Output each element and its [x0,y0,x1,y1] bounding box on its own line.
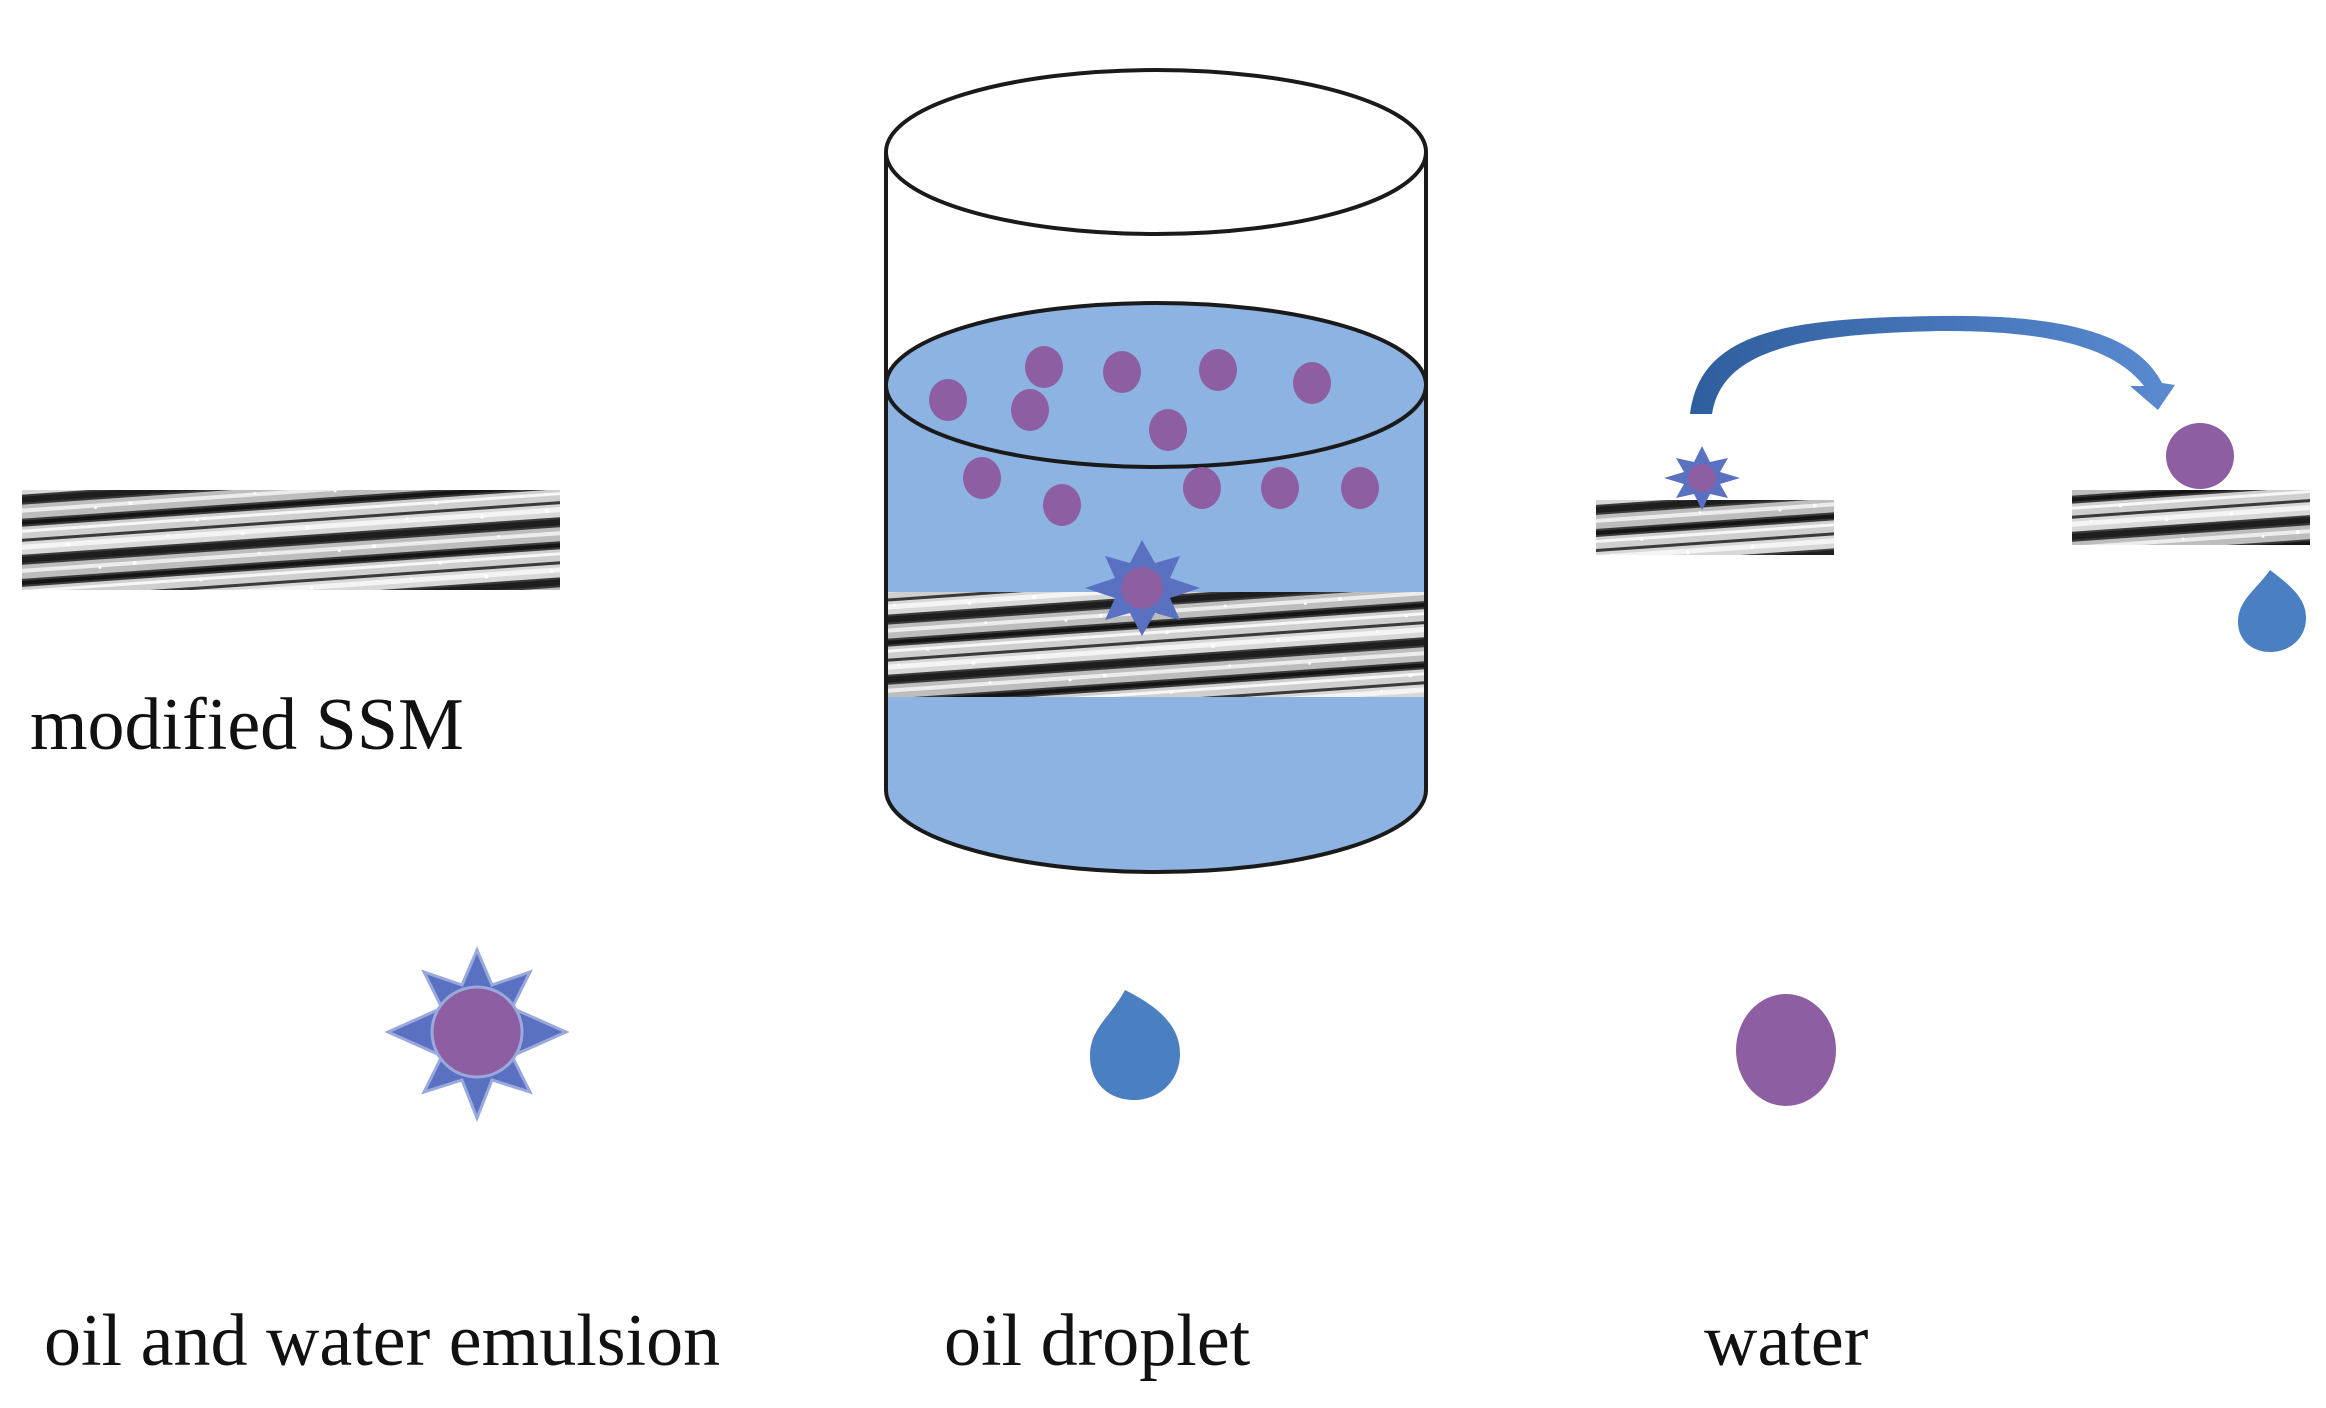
emulsion-star-on-mesh [1085,540,1200,636]
water-dot [1199,349,1237,391]
water-dot [1261,467,1299,509]
emulsion-label: oil and water emulsion [44,1300,721,1382]
water-label: water [1704,1300,1869,1382]
mesh-left [22,490,560,590]
water-dots-in-beaker [929,346,1379,526]
oil-droplet-through [2238,570,2306,652]
oil-droplet-label: oil droplet [944,1300,1251,1382]
water-dot [1341,467,1379,509]
water-dot [1103,351,1141,393]
water-dot [1011,389,1049,431]
water-dot [1043,484,1081,526]
modified-ssm-label: modified SSM [30,684,464,766]
mesh-right-before [1596,500,1834,555]
water-dot [929,379,967,421]
water-dot-icon [1736,994,1836,1106]
water-dot [1149,409,1187,451]
water-dot-on-mesh [2166,423,2234,489]
beaker-rim [884,68,1428,236]
curved-arrow-icon [1690,315,2175,414]
water-dot [1025,346,1063,388]
mesh-right-after [2072,490,2310,545]
emulsion-star-icon [384,946,570,1123]
oil-droplet-icon [1090,990,1180,1100]
water-dot [1183,467,1221,509]
water-dot [1293,362,1331,404]
emulsion-star-small [1664,446,1740,510]
water-dot [963,457,1001,499]
